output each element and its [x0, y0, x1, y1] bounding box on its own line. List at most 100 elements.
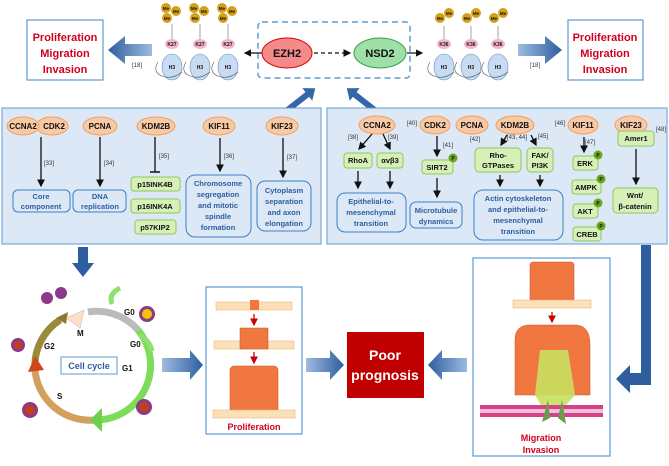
- label: G0: [124, 308, 135, 317]
- label: K36: [439, 42, 448, 48]
- label: KIF11: [208, 122, 230, 131]
- label: [46]: [555, 121, 565, 127]
- label: M: [77, 329, 84, 338]
- left-outcome-box: Proliferation Migration Invasion: [26, 19, 104, 81]
- label: component: [21, 202, 62, 211]
- protein-ccna2-r: CCNA2: [358, 115, 396, 135]
- label: transition: [501, 227, 536, 236]
- label: AMPK: [575, 183, 598, 192]
- p15ink4b-box: p15INK4B: [130, 176, 181, 192]
- label: Migration: [40, 48, 90, 60]
- label: P: [451, 156, 455, 162]
- label: [37]: [287, 155, 297, 161]
- ref-18-left: [18]: [132, 63, 142, 69]
- poor-prognosis-box: Poor prognosis: [347, 332, 424, 398]
- sirt2-box: SIRT2: [421, 159, 454, 175]
- arrow-to-poor-prognosis: [306, 350, 344, 380]
- emt-box: Epithelial-to- mesenchymal transition: [336, 192, 407, 233]
- protein-kif11: KIF11: [202, 116, 236, 136]
- nsd2-node: NSD2: [353, 37, 407, 69]
- label: [45]: [538, 134, 548, 140]
- right-outcome-box: Proliferation Migration Invasion: [567, 19, 644, 81]
- arrow-from-migration: [428, 350, 467, 380]
- cell-cycle-diagram: G0 G0 M G2 G1 S Cell cycle: [11, 285, 155, 432]
- label: and mitotic: [198, 201, 238, 210]
- label: Me: [163, 6, 170, 11]
- label: [42]: [470, 137, 480, 143]
- label: Microtubule: [415, 206, 458, 215]
- label: Rho-: [489, 151, 507, 160]
- label: Invasion: [43, 64, 88, 76]
- ref-18-right: [18]: [530, 63, 540, 69]
- label: and epithelial-to-: [488, 205, 549, 214]
- histones-k36: Me Me K36 H3: [427, 7, 509, 81]
- label: [48]: [656, 127, 666, 133]
- protein-kdm2b: KDM2B: [136, 116, 176, 136]
- label: [35]: [159, 154, 169, 160]
- label: CCNA2: [363, 121, 391, 130]
- ezh2-nsd2-dashed-box: [257, 21, 411, 79]
- label: segregation: [197, 190, 240, 199]
- label: ERK: [577, 159, 593, 168]
- left-panel: CCNA2 CDK2 PCNA KDM2B KIF11 KIF23 [33] […: [1, 107, 322, 245]
- fak-pi3k-box: FAK/ PI3K: [526, 147, 554, 173]
- label: Poor: [369, 347, 401, 363]
- label: formation: [201, 223, 236, 232]
- label: Invasion: [583, 64, 628, 76]
- label: separation: [265, 197, 303, 206]
- label: FAK/: [531, 151, 549, 160]
- label: Proliferation: [227, 422, 280, 432]
- protein-kif23: KIF23: [265, 116, 299, 136]
- amer1-box: Amer1: [617, 130, 655, 147]
- label: p57KIP2: [140, 223, 170, 232]
- right-elbow-arrow: [616, 245, 651, 393]
- right-panel: CCNA2 CDK2 PCNA KDM2B KIF11 KIF23 [38] […: [326, 107, 668, 245]
- proliferation-box: Proliferation: [205, 286, 303, 435]
- label: Me: [446, 11, 453, 16]
- label: elongation: [265, 219, 303, 228]
- label: Proliferation: [573, 32, 638, 44]
- label: CCNA2: [9, 122, 37, 131]
- label: β-catenin: [618, 202, 652, 211]
- label: Chromosome: [194, 179, 242, 188]
- label: [43, 44]: [507, 135, 527, 141]
- chromosome-segregation-box: Chromosome segregation and mitotic spind…: [185, 174, 252, 238]
- label: Amer1: [624, 134, 647, 143]
- label: [41]: [443, 143, 453, 149]
- label: [47]: [585, 140, 595, 146]
- label: Epithelial-to-: [348, 197, 394, 206]
- label: KDM2B: [501, 121, 530, 130]
- label: H3: [169, 65, 176, 71]
- wnt-beta-catenin-box: Wnt/ β-catenin: [612, 187, 659, 214]
- protein-ccna2-cdk2: CCNA2 CDK2: [6, 116, 69, 136]
- protein-pcna-r: PCNA: [455, 115, 489, 135]
- core-component-box: Core component: [12, 189, 71, 213]
- label: PI3K: [532, 161, 549, 170]
- label: KIF23: [271, 122, 293, 131]
- label: mesenchymal: [346, 208, 396, 217]
- label: p16INK4A: [137, 202, 173, 211]
- label: KIF23: [620, 121, 642, 130]
- ezh2-node: EZH2: [261, 37, 313, 69]
- label: Cell cycle: [68, 361, 110, 371]
- avb3-box: αvβ3: [376, 152, 404, 169]
- histones-k27: Me Me Me K27 H3: [155, 2, 239, 81]
- label: Core: [32, 192, 49, 201]
- label: NSD2: [365, 48, 394, 60]
- label: Proliferation: [33, 32, 98, 44]
- label: SIRT2: [426, 163, 447, 172]
- label: KDM2B: [142, 122, 171, 131]
- label: Actin cytoskeleton: [485, 194, 552, 203]
- label: [38]: [348, 135, 358, 141]
- label: H3: [441, 65, 448, 71]
- label: CDK2: [43, 122, 65, 131]
- label: [36]: [224, 154, 234, 160]
- protein-cdk2-r: CDK2: [419, 115, 451, 135]
- label: P: [599, 224, 603, 230]
- microtubule-box: Microtubule dynamics: [409, 201, 463, 229]
- label: CDK2: [424, 121, 446, 130]
- label: G2: [44, 342, 55, 351]
